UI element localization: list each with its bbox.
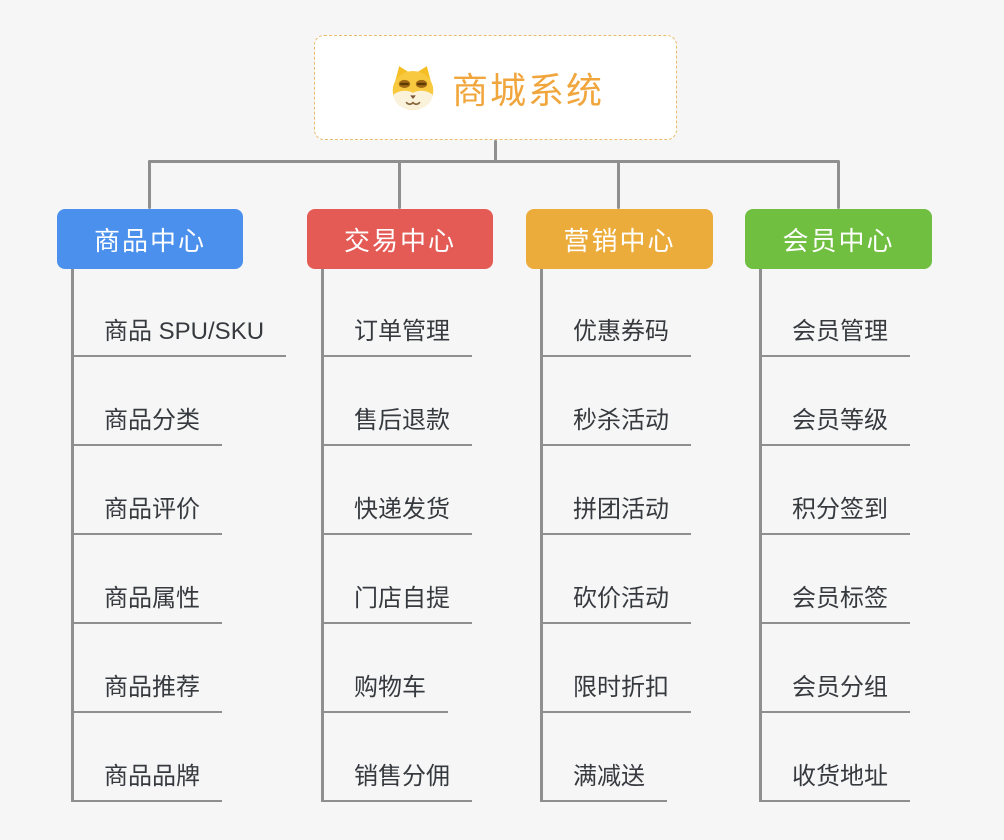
leaf-node[interactable]: 销售分佣 bbox=[322, 762, 472, 802]
leaf-node[interactable]: 快递发货 bbox=[322, 495, 472, 535]
branch-stem-line bbox=[71, 269, 74, 802]
branch-node-marketing-center[interactable]: 营销中心 bbox=[526, 209, 713, 269]
root-title: 商城系统 bbox=[451, 69, 604, 111]
leaf-node[interactable]: 积分签到 bbox=[760, 495, 910, 535]
branch-stem-line bbox=[321, 269, 324, 802]
leaf-node[interactable]: 商品 SPU/SKU bbox=[72, 317, 287, 357]
leaf-node[interactable]: 门店自提 bbox=[322, 584, 472, 624]
branch-children-member-center: 会员管理 会员等级 积分签到 会员标签 会员分组 收货地址 bbox=[759, 269, 990, 802]
leaf-node[interactable]: 优惠券码 bbox=[541, 317, 691, 357]
leaf-node[interactable]: 商品分类 bbox=[72, 406, 222, 446]
leaf-node[interactable]: 商品属性 bbox=[72, 584, 222, 624]
leaf-node[interactable]: 砍价活动 bbox=[541, 584, 691, 624]
leaf-node[interactable]: 限时折扣 bbox=[541, 673, 691, 713]
connector-drop-1 bbox=[148, 160, 151, 209]
leaf-node[interactable]: 收货地址 bbox=[760, 762, 910, 802]
connector-drop-2 bbox=[398, 160, 401, 209]
dog-face-icon bbox=[392, 65, 434, 110]
branch-stem-line bbox=[540, 269, 543, 802]
leaf-node[interactable]: 会员管理 bbox=[760, 317, 910, 357]
leaf-node[interactable]: 会员等级 bbox=[760, 406, 910, 446]
leaf-node[interactable]: 拼团活动 bbox=[541, 495, 691, 535]
leaf-node[interactable]: 商品推荐 bbox=[72, 673, 222, 713]
leaf-node[interactable]: 秒杀活动 bbox=[541, 406, 691, 446]
branch-children-trade-center: 订单管理 售后退款 快递发货 门店自提 购物车 销售分佣 bbox=[321, 269, 552, 802]
root-node[interactable]: 商城系统 bbox=[314, 35, 677, 140]
branch-children-marketing-center: 优惠券码 秒杀活动 拼团活动 砍价活动 限时折扣 满减送 bbox=[540, 269, 771, 802]
leaf-node[interactable]: 购物车 bbox=[322, 673, 448, 713]
branch-node-member-center[interactable]: 会员中心 bbox=[745, 209, 932, 269]
leaf-node[interactable]: 商品品牌 bbox=[72, 762, 222, 802]
leaf-node[interactable]: 商品评价 bbox=[72, 495, 222, 535]
branch-node-product-center[interactable]: 商品中心 bbox=[57, 209, 243, 269]
branch-stem-line bbox=[759, 269, 762, 802]
leaf-node[interactable]: 会员标签 bbox=[760, 584, 910, 624]
leaf-node[interactable]: 满减送 bbox=[541, 762, 667, 802]
connector-drop-3 bbox=[617, 160, 620, 209]
connector-root-stem bbox=[494, 140, 497, 162]
leaf-node[interactable]: 订单管理 bbox=[322, 317, 472, 357]
leaf-node[interactable]: 会员分组 bbox=[760, 673, 910, 713]
leaf-node[interactable]: 售后退款 bbox=[322, 406, 472, 446]
connector-drop-4 bbox=[837, 160, 840, 209]
branch-children-product-center: 商品 SPU/SKU 商品分类 商品评价 商品属性 商品推荐 商品品牌 bbox=[71, 269, 302, 802]
connector-bus bbox=[148, 160, 839, 163]
branch-node-trade-center[interactable]: 交易中心 bbox=[307, 209, 493, 269]
